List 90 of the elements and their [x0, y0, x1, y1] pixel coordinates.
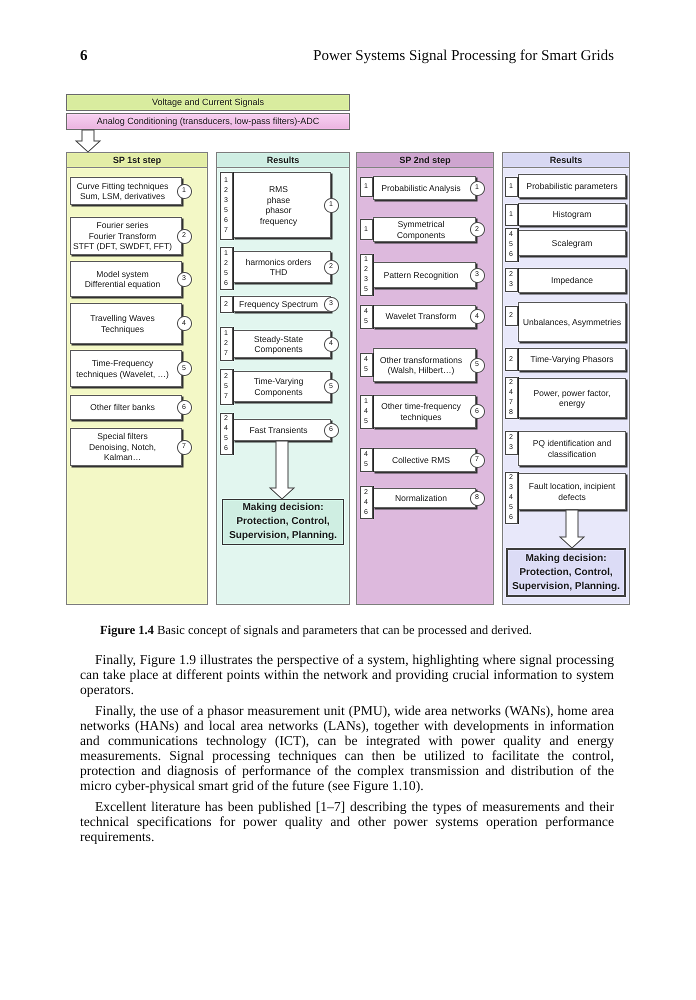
box-label: harmonics orders — [246, 256, 312, 267]
box-label: Impedance — [550, 275, 594, 286]
technique-box — [373, 176, 476, 200]
box-label: Histogram — [552, 209, 592, 220]
technique-box — [70, 261, 182, 297]
box-label: Fast Transients — [249, 424, 308, 436]
box-label: Probabilistic Analysis — [381, 182, 461, 194]
box-label: Time-Frequency techniques (Wavelet, …) — [75, 358, 170, 379]
technique-box — [373, 262, 476, 288]
box-label: Symmetrical Components — [396, 219, 446, 240]
technique-box — [70, 395, 182, 420]
box-label: Denoising, Notch, Kalman… — [88, 442, 158, 463]
technique-box — [70, 350, 182, 387]
body-paragraph: Excellent literature has been published [1–7] describing the types of measurements and their technical specifications for power quality and other power systems operation performance requirements. — [80, 799, 614, 844]
result-box — [233, 172, 331, 238]
column-heading: SP 1st step — [67, 153, 207, 168]
block-arrow — [268, 440, 296, 500]
box-label: Power, power factor, energy — [532, 388, 612, 408]
technique-box — [373, 305, 476, 328]
result-box — [518, 230, 626, 256]
box-label: phase — [266, 194, 290, 205]
result-box — [518, 174, 626, 198]
technique-box — [373, 488, 476, 508]
technique-box — [373, 217, 476, 242]
result-box — [518, 431, 626, 466]
box-label: frequency — [260, 216, 298, 226]
technique-box — [70, 177, 182, 205]
technique-box — [373, 448, 476, 472]
column-panel — [216, 152, 350, 605]
result-box — [233, 371, 331, 402]
result-box — [233, 419, 331, 441]
page-number: 6 — [80, 48, 88, 65]
box-label: STFT (DFT, SWDFT, FFT) — [73, 241, 172, 252]
technique-box — [70, 217, 182, 255]
technique-box — [70, 428, 182, 466]
technique-box — [373, 348, 476, 382]
conditioning-bar: Analog Conditioning (transducers, low-pass filters)-ADC — [66, 113, 350, 130]
result-box — [518, 268, 626, 293]
decision-box: Making decision: Protection, Control, Supervision, Planning. — [222, 499, 344, 545]
box-label: THD — [270, 267, 288, 278]
box-label: Collective RMS — [392, 454, 450, 466]
box-label: Model system — [96, 268, 149, 279]
box-label: Other filter banks — [90, 402, 155, 413]
decision-box: Making decision: Protection, Control, Supervision, Planning. — [506, 548, 626, 597]
result-box — [233, 296, 331, 312]
box-label: Fourier series — [96, 220, 148, 231]
body-paragraph: Finally, the use of a phasor measurement unit (PMU), wide area networks (WANs), home area networks (HANs) and local area networks (LANs), together with developments in information and communications technology (ICT), can be integrated with power quality and energy measurements. Signal processing techniques can then be utilized to facilitate the control, protection and diagnosis of performance of the complex transmission and distribution of the micro cyber-physical smart grid of the future (see Figure 1.10). — [80, 703, 614, 793]
running-header: Power Systems Signal Processing for Smart Grids — [313, 48, 614, 65]
box-label: Special filters — [97, 431, 148, 442]
block-arrow — [74, 130, 102, 153]
box-label: Wavelet Transform — [385, 311, 456, 322]
box-label: RMS — [269, 184, 288, 194]
box-label: Steady-State Components — [252, 334, 304, 354]
result-box — [518, 302, 626, 342]
box-label: Scalegram — [552, 238, 592, 248]
box-label: Curve Fitting techniques — [76, 180, 168, 191]
box-label: phasor — [266, 205, 292, 216]
result-box — [518, 348, 626, 371]
column-panel — [502, 152, 630, 605]
box-label: Normalization — [395, 492, 447, 504]
signal-bar: Voltage and Current Signals — [66, 94, 350, 111]
column-heading: Results — [217, 153, 349, 168]
box-label: Other time-frequency techniques — [380, 401, 462, 422]
box-label: PQ identification and classification — [532, 438, 612, 459]
box-label: Probabilistic parameters — [526, 180, 618, 192]
box-label: Fourier Transform — [88, 230, 156, 242]
box-label: Fault location, incipient defects — [528, 481, 616, 502]
result-box — [518, 203, 626, 226]
column-panel — [66, 152, 208, 605]
column-heading: SP 2nd step — [357, 153, 493, 168]
result-box — [233, 330, 331, 358]
box-label: Other transformations (Walsh, Hilbert…) — [378, 354, 464, 376]
body-paragraph: Finally, Figure 1.9 illustrates the perspective of a system, highlighting where signal processing can take place at different points within the network and providing crucial information to system operators. — [80, 652, 614, 697]
technique-box — [373, 395, 476, 428]
box-label: Time-Varying Components — [252, 376, 304, 397]
box-label: Unbalances, Asymmetries — [522, 316, 622, 328]
column-heading: Results — [503, 153, 629, 168]
block-arrow — [558, 510, 586, 549]
box-label: Pattern Recognition — [384, 270, 458, 280]
result-box — [233, 251, 331, 283]
box-label: Travelling Waves Techniques — [89, 313, 156, 334]
result-box — [518, 473, 626, 510]
box-label: Frequency Spectrum — [239, 298, 318, 310]
technique-box — [70, 303, 182, 344]
column-panel — [356, 152, 494, 605]
box-label: Time-Varying Phasors — [530, 354, 614, 365]
box-label: Differential equation — [84, 279, 160, 290]
figure-caption: Figure 1.4 Basic concept of signals and parameters that can be processed and derived. — [100, 623, 533, 638]
box-label: Sum, LSM, derivatives — [80, 191, 166, 202]
result-box — [518, 378, 626, 418]
